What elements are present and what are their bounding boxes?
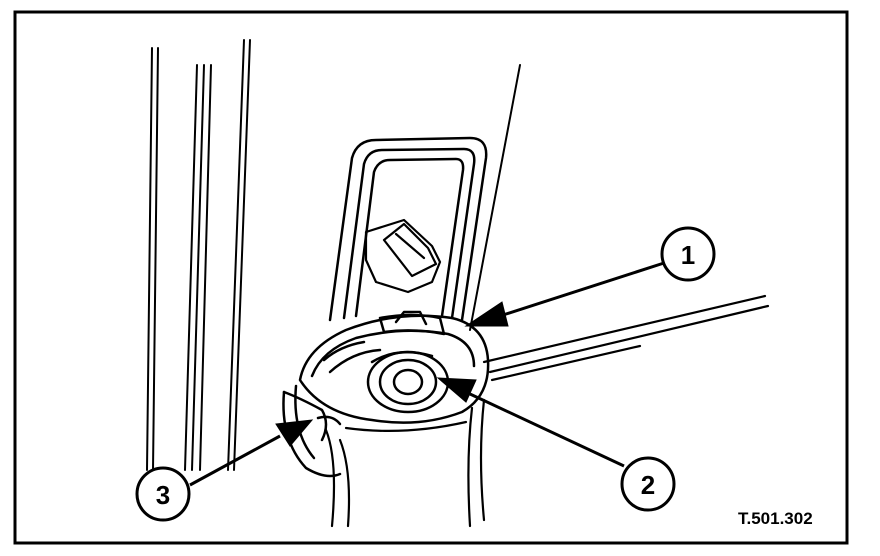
callout-1-label: 1 — [681, 240, 695, 270]
figure-border — [13, 10, 849, 545]
pillar-edge — [469, 64, 521, 331]
lower-strap — [324, 398, 486, 528]
belt-webbing — [364, 218, 442, 294]
callout-leaders — [189, 261, 665, 487]
arrowhead-1 — [464, 301, 509, 327]
callout-3: 3 — [135, 466, 191, 522]
pillar-lines — [146, 39, 251, 471]
anchor-body — [298, 310, 490, 424]
callout-2: 2 — [620, 456, 676, 512]
callout-1: 1 — [660, 226, 716, 282]
leader-line-3 — [189, 434, 281, 487]
callout-2-label: 2 — [641, 470, 655, 500]
figure-code: T.501.302 — [738, 509, 813, 528]
arrowhead-2 — [436, 377, 477, 403]
belt-guide-loop — [328, 136, 488, 322]
leader-line-1 — [499, 261, 665, 318]
arrowhead-3 — [275, 419, 314, 447]
belt-strap — [482, 294, 770, 382]
leader-line-2 — [469, 392, 625, 468]
callout-3-label: 3 — [156, 480, 170, 510]
